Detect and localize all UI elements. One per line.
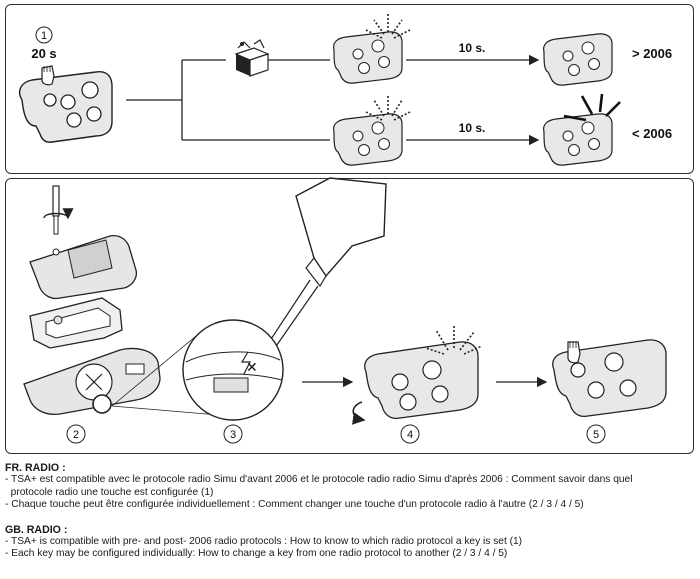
remote-upper-flashing [333, 14, 411, 84]
step-1-duration: 20 s [31, 46, 56, 61]
package-icon [234, 39, 270, 77]
lower-delay: 10 s. [459, 121, 486, 135]
remote-step-5 [552, 339, 667, 418]
remote-frame [29, 297, 123, 349]
remote-circuit-base [23, 347, 161, 416]
svg-text:3: 3 [230, 429, 236, 441]
screwdriver-large [251, 177, 387, 373]
fr-line-1: - TSA+ est compatible avec le protocole … [5, 474, 633, 486]
remote-lower-result [543, 93, 621, 166]
gb-heading: GB. RADIO : [5, 523, 68, 536]
instructions: FR. RADIO : - TSA+ est compatible avec l… [5, 462, 695, 561]
upper-delay: 10 s. [459, 41, 486, 55]
upper-result: > 2006 [632, 46, 672, 61]
branch-lines [126, 59, 330, 141]
screwdriver-small [43, 185, 74, 235]
remote-upper-result [543, 33, 613, 86]
step-3-marker: 3 [223, 424, 243, 444]
svg-text:2: 2 [73, 429, 79, 441]
step-4-marker: 4 [400, 424, 420, 444]
finger-press-icon [41, 65, 55, 86]
svg-text:4: 4 [407, 429, 413, 441]
finger-press-icon-step-5 [567, 341, 581, 364]
zoom-detail-circle: ✕ [182, 319, 284, 421]
fr-line-3: - Chaque touche peut être configurée ind… [5, 499, 584, 511]
remote-step-1 [18, 71, 113, 143]
svg-text:✕: ✕ [246, 359, 258, 375]
gb-line-2: - Each key may be configured individuall… [5, 548, 508, 560]
step-2-marker: 2 [66, 424, 86, 444]
fr-line-2: protocole radio une touche est configuré… [5, 486, 214, 498]
remote-back-cover [29, 234, 138, 300]
fr-heading: FR. RADIO : [5, 462, 66, 474]
lower-result: < 2006 [632, 126, 672, 141]
svg-text:1: 1 [41, 30, 47, 42]
step-1-marker: 1 [35, 26, 53, 44]
gb-line-1: - TSA+ is compatible with pre- and post-… [5, 536, 523, 548]
step-5-marker: 5 [586, 424, 606, 444]
remote-step-4 [364, 326, 483, 420]
rotate-arrow-icon [352, 401, 366, 425]
svg-text:5: 5 [593, 429, 599, 441]
remote-lower-flashing [333, 94, 411, 166]
